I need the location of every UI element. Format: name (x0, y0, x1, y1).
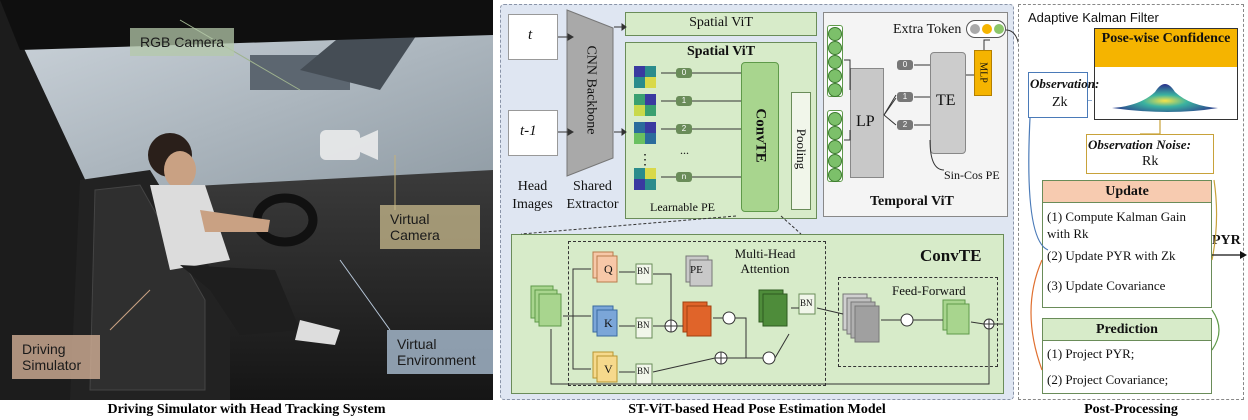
bn-label: BN (637, 320, 650, 330)
right-caption: Post-Processing (1084, 402, 1178, 417)
feature-circle (828, 69, 842, 83)
middle-caption: ST-ViT-based Head Pose Estimation Model (628, 402, 886, 417)
patch-heatmaps: ⋮ (634, 66, 656, 190)
virtual-camera-callout: Virtual Camera (380, 205, 480, 249)
temporal-token-2: 2 (897, 120, 913, 130)
kalman-title: Adaptive Kalman Filter (1028, 10, 1159, 25)
input-t-box (508, 14, 558, 60)
spatial-token-0: 0 (676, 68, 692, 78)
update-header (1043, 181, 1211, 203)
head-images-label: Head Images (512, 179, 553, 212)
kalman-arrows (1028, 100, 1247, 371)
convte-zoom-lines (520, 215, 802, 235)
mha-label: Multi-Head Attention (734, 246, 796, 276)
spatial-arrows (558, 23, 741, 178)
feature-circle (828, 126, 842, 140)
update-title: Update (1105, 184, 1149, 199)
spatial-vit-main-label: Spatial ViT (686, 44, 756, 59)
observation-box (1028, 72, 1088, 118)
k-label: K (604, 316, 613, 330)
photo-illustration (0, 0, 493, 400)
prediction-step-1: (1) Project PYR; (1047, 346, 1135, 361)
pyr-output-label: PYR (1212, 233, 1241, 248)
update-step-2: (2) Update PYR with Zk (1047, 248, 1176, 263)
spatial-token-ellipsis: ... (680, 143, 689, 157)
bn-label: BN (637, 266, 650, 276)
virtual-environment-callout: Virtual Environment (387, 330, 493, 374)
driving-simulator-callout: Driving Simulator (12, 335, 100, 379)
svg-text:⋮: ⋮ (638, 153, 652, 168)
convte-column (741, 62, 779, 212)
feature-circle (828, 154, 842, 168)
te-label: TE (936, 92, 956, 109)
extra-token-label: Extra Token (893, 22, 962, 37)
prediction-header (1043, 319, 1211, 341)
observation-label: Observation: (1030, 76, 1100, 91)
shared-extractor-label: Shared Extractor (566, 179, 619, 212)
noise-var: Rk (1142, 154, 1159, 169)
feature-circle (828, 55, 842, 69)
left-caption: Driving Simulator with Head Tracking Sys… (107, 402, 386, 417)
mlp-box (974, 50, 992, 96)
spatial-vit-top-box (625, 12, 817, 36)
input-t1-label: t-1 (520, 123, 537, 139)
output-dot-gray (970, 24, 980, 34)
mha-dashed-box (568, 241, 826, 386)
feature-circle (828, 27, 842, 41)
convte-blocks (530, 251, 1003, 385)
spatial-token-1: 1 (676, 96, 692, 106)
gaussian-surface (1112, 84, 1218, 112)
lp-box (850, 68, 884, 178)
spatial-token-2: 2 (676, 124, 692, 134)
learnable-pe-label: Learnable PE (650, 200, 715, 214)
convte-detail-title: ConvTE (920, 246, 982, 265)
sincos-pe-label: Sin-Cos PE (944, 168, 1000, 182)
feature-circle (828, 83, 842, 97)
spatial-vit-main-box (625, 42, 817, 219)
q-label: Q (604, 262, 613, 276)
input-t1-box (508, 110, 558, 156)
output-dot-green (994, 24, 1004, 34)
cnn-backbone-shape (566, 9, 614, 177)
input-t-label: t (528, 27, 533, 43)
pooling-box (791, 92, 811, 210)
spatial-vit-top-label: Spatial ViT (689, 15, 753, 30)
pe-label: PE (690, 264, 703, 276)
output-dot-orange (982, 24, 992, 34)
prediction-step-2: (2) Project Covariance; (1047, 372, 1169, 387)
feature-circle (828, 112, 842, 126)
prediction-title: Prediction (1096, 322, 1158, 337)
noise-label: Observation Noise: (1088, 137, 1191, 152)
update-step-3: (3) Update Covariance (1047, 278, 1166, 293)
confidence-label: Pose-wise Confidence (1101, 31, 1231, 46)
update-step-1: (1) Compute Kalman Gain with Rk (1047, 209, 1186, 241)
bn-label: BN (637, 366, 650, 376)
v-label: V (604, 362, 613, 376)
bn-label: BN (800, 298, 813, 308)
feature-circle (828, 168, 842, 182)
temporal-arrows (844, 39, 990, 171)
observation-var: Zk (1052, 95, 1068, 110)
lp-label: LP (856, 113, 875, 130)
temporal-token-0: 0 (897, 60, 913, 70)
temporal-vit-label: Temporal ViT (870, 194, 954, 209)
feature-circle (828, 41, 842, 55)
spatial-token-n: n (676, 172, 692, 182)
feature-circle (828, 140, 842, 154)
te-box (930, 52, 966, 154)
ff-label: Feed-Forward (892, 283, 966, 298)
ff-dashed-box (838, 277, 998, 367)
temporal-token-1: 1 (897, 92, 913, 102)
driving-simulator-photo: RGB Camera Virtual Camera Driving Simula… (0, 0, 493, 400)
rgb-camera-callout: RGB Camera (130, 28, 235, 56)
confidence-header (1095, 29, 1237, 67)
